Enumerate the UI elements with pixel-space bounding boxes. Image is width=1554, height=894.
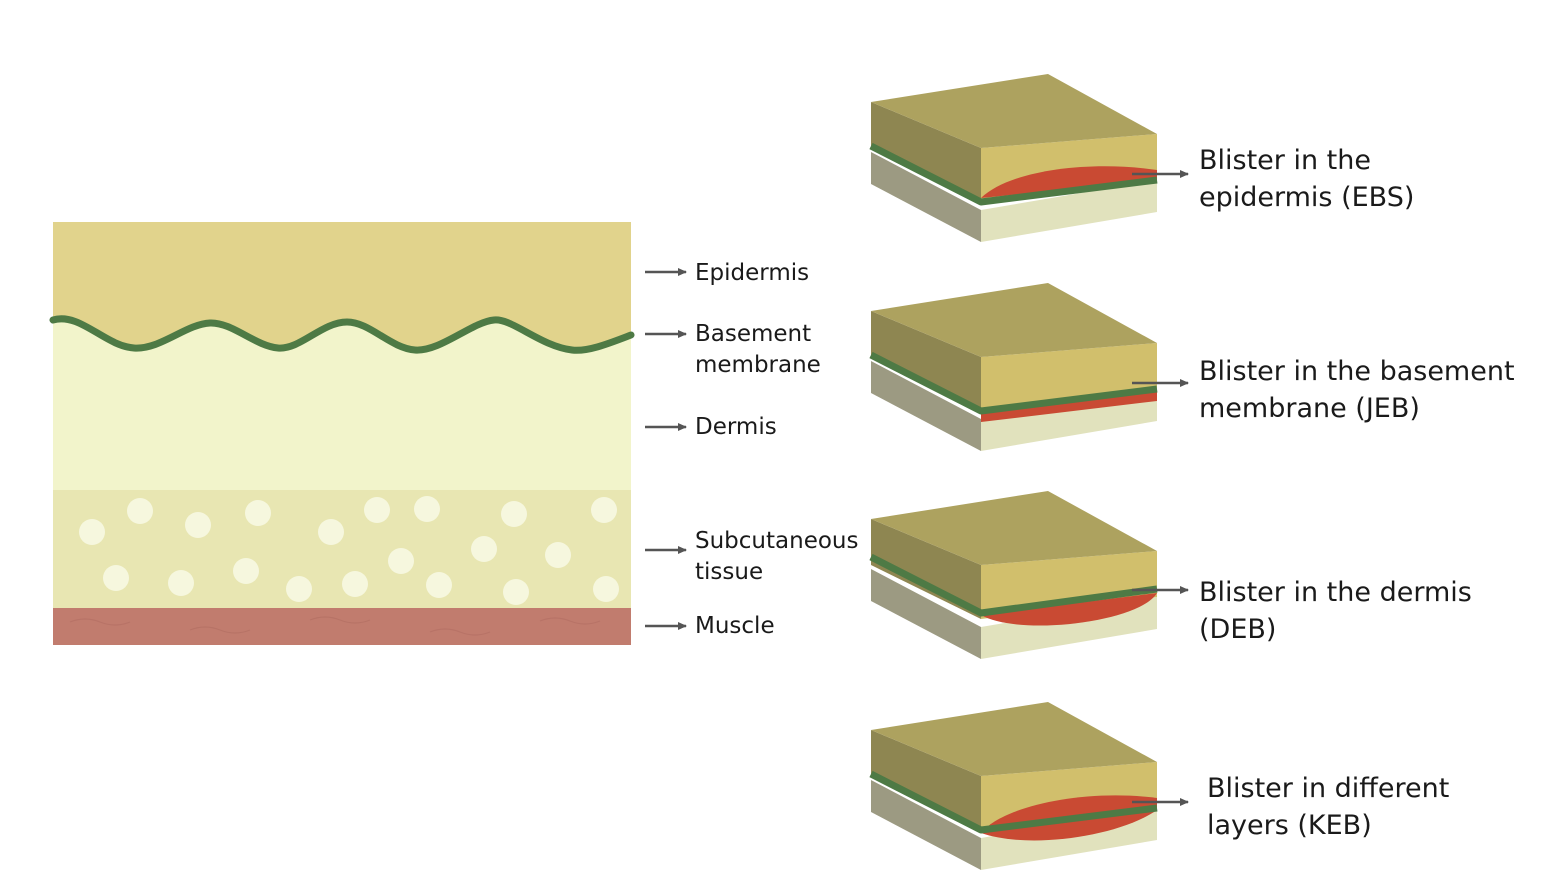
blister-epidermis-block: [869, 74, 1189, 242]
subcutaneous-label: Subcutaneous tissue: [695, 528, 859, 585]
blister-blocks: [869, 74, 1189, 870]
fat-cell: [501, 501, 527, 527]
dermis-label: Dermis: [695, 414, 777, 440]
fat-cell: [364, 497, 390, 523]
membrane-line: [869, 351, 1158, 415]
blister: [981, 391, 1157, 422]
blister-dermis-block: [869, 491, 1189, 659]
blister-mixed-block: [869, 702, 1189, 870]
fat-cell: [388, 548, 414, 574]
fat-cell: [168, 570, 194, 596]
fat-cell: [245, 500, 271, 526]
fat-cell: [591, 497, 617, 523]
fat-cell: [426, 572, 452, 598]
membrane-line: [869, 770, 1158, 834]
fat-cell: [103, 565, 129, 591]
fat-cell: [79, 519, 105, 545]
blister-basement-block: [869, 283, 1189, 451]
fat-cell: [286, 576, 312, 602]
fat-cell: [593, 576, 619, 602]
blister: [981, 166, 1157, 198]
epidermis-label: Epidermis: [695, 260, 810, 286]
basement-membrane-label: Basement membrane: [695, 321, 821, 378]
membrane-line: [869, 142, 1158, 206]
fat-cell: [233, 558, 259, 584]
layer-arrows: [645, 268, 687, 630]
fat-cell: [471, 536, 497, 562]
fat-cell: [342, 571, 368, 597]
deb-label: Blister in the dermis (DEB): [1199, 577, 1472, 645]
fat-cell: [127, 498, 153, 524]
fat-cell: [414, 496, 440, 522]
fat-cell: [185, 512, 211, 538]
membrane-line: [869, 553, 1158, 617]
skin-cross-section: [49, 222, 635, 645]
blister: [981, 593, 1157, 626]
muscle-texture: [69, 616, 601, 636]
fat-cell: [545, 542, 571, 568]
muscle-layer: [53, 608, 631, 645]
basement-membrane-line: [49, 315, 635, 354]
fat-cell: [503, 579, 529, 605]
fat-cell: [318, 519, 344, 545]
muscle-label: Muscle: [695, 613, 775, 639]
fat-cells: [79, 496, 619, 605]
ebs-label: Blister in the epidermis (EBS): [1199, 145, 1415, 213]
jeb-label: Blister in the basement membrane (JEB): [1199, 356, 1515, 424]
keb-label: Blister in different layers (KEB): [1207, 773, 1450, 841]
